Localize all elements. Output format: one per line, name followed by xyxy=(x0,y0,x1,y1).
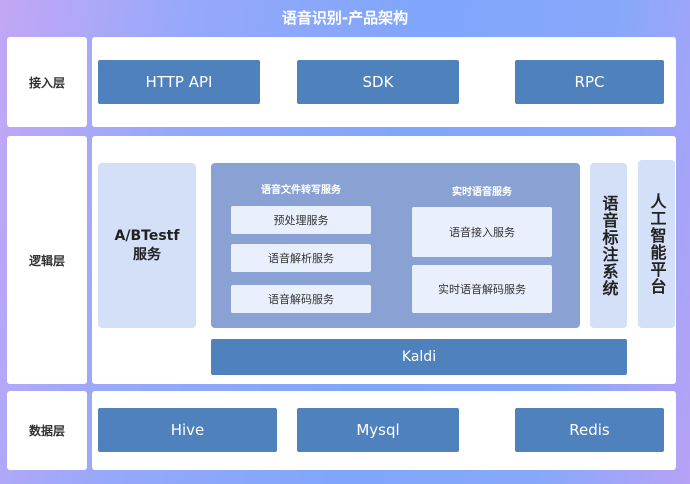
sdk-box: SDK xyxy=(297,60,459,104)
kaldi-box: Kaldi xyxy=(211,339,627,375)
ab-test-service: A/BTestf 服务 xyxy=(98,163,196,328)
diagram-title: 语音识别-产品架构 xyxy=(281,9,409,27)
hive-box: Hive xyxy=(98,408,277,452)
preprocess-service: 预处理服务 xyxy=(231,206,371,234)
data-layer-label: 数据层 xyxy=(7,391,87,470)
realtime-service-title: 实时语音服务 xyxy=(452,187,512,198)
speech-decode-service: 语音解码服务 xyxy=(231,285,371,313)
access-layer-label: 接入层 xyxy=(7,37,87,127)
realtime-decode-service: 实时语音解码服务 xyxy=(412,265,552,313)
speech-parse-service: 语音解析服务 xyxy=(231,244,371,272)
ai-platform-label: 人工智能平台 xyxy=(647,193,667,295)
logic-layer-label: 逻辑层 xyxy=(7,136,87,384)
mysql-box: Mysql xyxy=(297,408,459,452)
file-service-title: 语音文件转写服务 xyxy=(261,185,341,196)
rpc-box: RPC xyxy=(515,60,664,104)
http-api-box: HTTP API xyxy=(98,60,260,104)
annotation-system: 语音标注系统 xyxy=(590,163,627,328)
speech-access-service: 语音接入服务 xyxy=(412,207,552,257)
redis-box: Redis xyxy=(515,408,664,452)
ai-platform: 人工智能平台 xyxy=(638,160,675,328)
annotation-system-label: 语音标注系统 xyxy=(599,194,619,297)
